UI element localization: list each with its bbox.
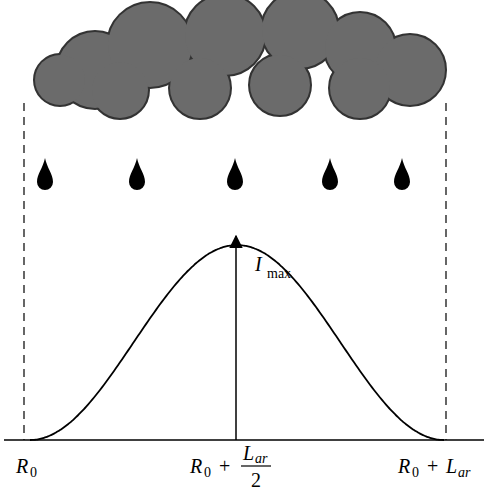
axis-label: 0	[412, 466, 419, 480]
raindrop	[227, 158, 243, 190]
raindrop	[394, 158, 410, 190]
peak-arrow	[235, 236, 237, 440]
cloud-lobe	[35, 55, 85, 105]
axis-label: 2	[251, 470, 261, 490]
cloud-lobe	[35, 55, 85, 105]
cloud	[35, 0, 445, 118]
axis-label: +	[427, 456, 438, 476]
axis-label: +	[219, 456, 230, 476]
cloud-lobe	[92, 62, 148, 118]
axis	[4, 439, 484, 441]
cloud-outline	[35, 0, 445, 118]
axis-label: ar	[458, 466, 470, 480]
dashed-boundary	[445, 103, 446, 440]
cloud-lobe	[250, 55, 310, 115]
axis-label: R	[190, 456, 202, 476]
axis-label: I	[255, 254, 262, 274]
raindrop	[129, 158, 145, 190]
intensity-curve	[30, 245, 444, 440]
dashed-boundary	[23, 103, 24, 440]
raindrops	[37, 158, 410, 190]
axis-label: 0	[30, 466, 37, 480]
axis-label: L	[243, 443, 254, 463]
cloud-lobe	[250, 55, 310, 115]
axis-label: L	[446, 456, 457, 476]
cloud-lobe	[92, 62, 148, 118]
cloud-lobe	[330, 58, 390, 118]
axis-label: max	[267, 267, 291, 281]
cloud-lobe	[170, 58, 230, 118]
raindrop	[322, 158, 338, 190]
axis-label: R	[16, 456, 28, 476]
cloud-lobe	[330, 58, 390, 118]
axis-label: 0	[204, 466, 211, 480]
cloud-lobe	[170, 58, 230, 118]
axis-label: R	[398, 456, 410, 476]
raindrop	[37, 158, 53, 190]
axis-label: ar	[255, 452, 267, 466]
